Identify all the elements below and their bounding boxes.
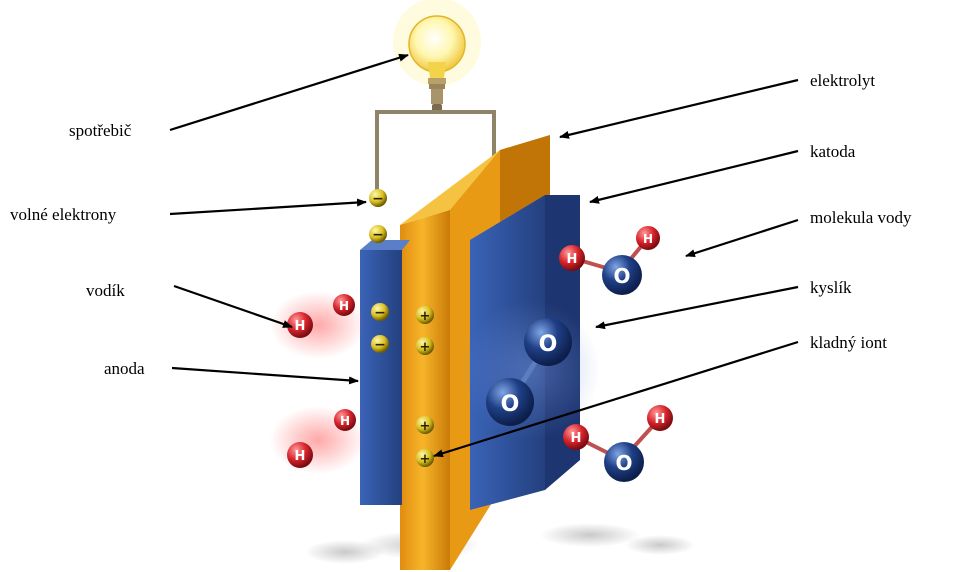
ground-shadows	[305, 523, 695, 564]
label-elektrolyt: elektrolyt	[810, 71, 875, 90]
label-vodik: vodík	[86, 281, 125, 300]
ion-symbol: +	[420, 309, 431, 324]
electron-symbol: −	[372, 227, 384, 243]
oxygen-symbol: O	[615, 451, 632, 475]
ion-symbol: +	[420, 419, 431, 434]
hydrogen-symbol: H	[295, 449, 306, 464]
arrow-molekula-vody	[686, 220, 798, 256]
label-kyslik: kyslík	[810, 278, 852, 297]
ion-symbol: +	[420, 340, 431, 355]
hydrogen-molecules: H H H H	[270, 291, 366, 474]
oxygen-symbol: O	[501, 392, 520, 417]
label-spotrebic: spotřebič	[69, 121, 132, 140]
electron-symbol: −	[372, 191, 384, 207]
electron-symbol: −	[374, 337, 386, 353]
ion-symbol: +	[420, 452, 431, 467]
oxygen-symbol: O	[539, 332, 558, 357]
label-katoda: katoda	[810, 142, 856, 161]
oxygen-symbol: O	[613, 264, 630, 288]
label-anoda: anoda	[104, 359, 145, 378]
label-kladny-iont: kladný iont	[810, 333, 887, 352]
oxygen-molecule: O O	[460, 300, 600, 440]
hydrogen-symbol: H	[339, 299, 349, 313]
arrow-volne-elektrony	[170, 202, 366, 214]
hydrogen-symbol: H	[340, 414, 350, 428]
arrow-elektrolyt	[560, 80, 798, 137]
arrow-spotrebic	[170, 55, 408, 130]
hydrogen-symbol: H	[655, 412, 666, 427]
free-electrons: − −	[369, 189, 387, 243]
arrow-katoda	[590, 151, 798, 202]
arrow-anoda	[172, 368, 358, 381]
hydrogen-symbol: H	[295, 319, 306, 334]
hydrogen-symbol: H	[567, 252, 578, 267]
electron-symbol: −	[374, 305, 386, 321]
label-molekula-vody: molekula vody	[810, 208, 912, 227]
label-volne-elektrony: volné elektrony	[10, 205, 117, 224]
arrow-vodik	[174, 286, 292, 327]
hydrogen-symbol: H	[643, 232, 653, 246]
hydrogen-symbol: H	[571, 431, 582, 446]
